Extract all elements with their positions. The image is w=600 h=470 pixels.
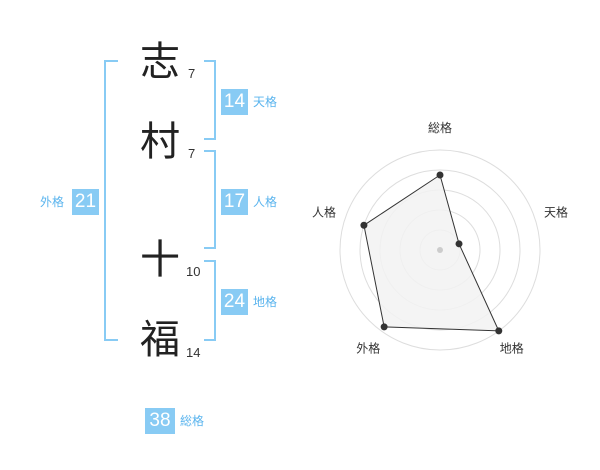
radar-point-1 [436,171,444,179]
gaikaku-value-badge: 21 [72,189,99,215]
radar-point-2 [455,240,463,248]
radar-point-4 [380,323,388,331]
radar-axis-label-3: 地格 [500,341,524,356]
gaikaku-label: 外格 [40,195,65,209]
radar-value-polygon [363,174,500,332]
stroke-count-1: 7 [188,66,196,81]
tenkaku-bracket [204,60,216,140]
radar-point-3 [495,327,503,335]
jinkaku-bracket [204,150,216,249]
chikaku-label: 地格 [253,295,278,309]
stroke-count-3: 10 [186,264,201,279]
radar-point-5 [360,221,368,229]
tenkaku-label: 天格 [253,95,278,109]
radar-grid-ring [339,149,541,351]
chikaku-bracket [204,260,216,341]
stroke-count-4: 14 [186,345,201,360]
radar-axis-label-4: 外格 [356,341,380,356]
name-char-1: 志 [140,39,180,85]
chikaku-value-badge: 24 [221,289,248,315]
soukaku-value-badge: 38 [145,408,175,434]
name-char-2: 村 [140,119,180,165]
name-char-3: 十 [140,237,180,283]
name-char-4: 福 [140,317,180,363]
jinkaku-label: 人格 [253,195,278,209]
radar-axis-label-5: 人格 [312,204,336,219]
gaikaku-bracket [104,60,118,341]
stroke-count-2: 7 [188,146,196,161]
radar-center-dot [437,247,443,253]
jinkaku-value-badge: 17 [221,189,248,215]
radar-axis-label-2: 天格 [544,204,568,219]
soukaku-label: 総格 [180,414,205,428]
tenkaku-value-badge: 14 [221,89,248,115]
radar-axis-label-1: 総格 [428,120,452,135]
radar-grid-ring [359,169,521,331]
